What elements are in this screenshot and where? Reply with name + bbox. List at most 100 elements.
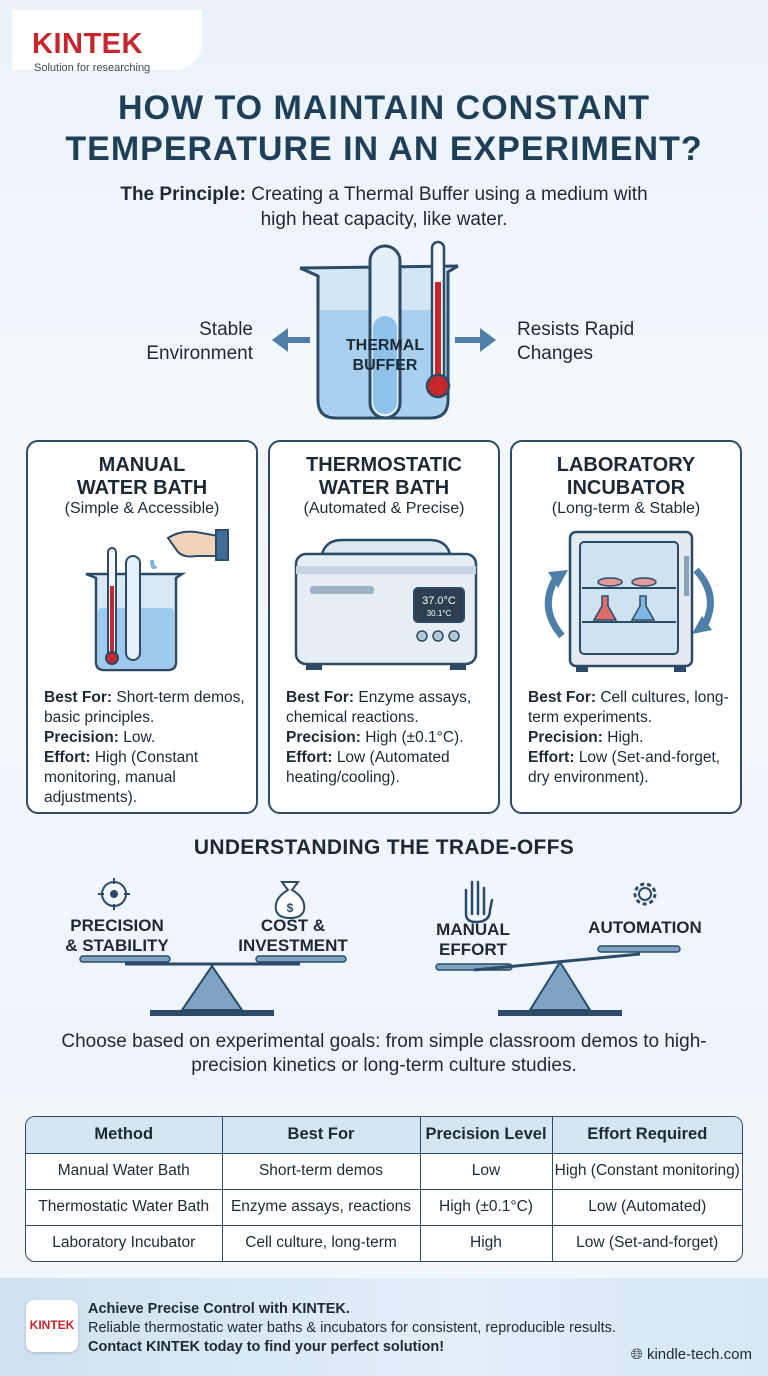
- table-row: Laboratory Incubator Cell culture, long-…: [26, 1225, 742, 1261]
- effort-value: Low (Set-and-forget, dry environment).: [528, 749, 721, 786]
- card-title: LABORATORY INCUBATOR: [556, 454, 696, 499]
- website-url: kindle-tech.com: [646, 1346, 752, 1363]
- card-subtitle: (Simple & Accessible): [64, 500, 220, 517]
- tradeoffs-summary: Choose based on experimental goals: from…: [61, 1031, 707, 1076]
- effort-label: Effort:: [286, 749, 333, 766]
- effort-label: Effort:: [528, 749, 575, 766]
- effort-value: Low (Automated heating/cooling).: [286, 749, 450, 786]
- title-line-1: HOW TO MAINTAIN CONSTANT: [117, 89, 651, 127]
- table-cell: Short-term demos: [222, 1153, 421, 1190]
- arrow-right-icon: [455, 328, 496, 352]
- card-title: MANUAL WATER BATH: [76, 454, 208, 499]
- footer-call-to-action[interactable]: Contact KINTEK today to find your perfec…: [88, 1339, 445, 1355]
- website-link[interactable]: 🌐︎ kindle-tech.com: [631, 1346, 752, 1363]
- table-row: Thermostatic Water Bath Enzyme assays, r…: [26, 1189, 742, 1226]
- best-for-label: Best For:: [528, 689, 597, 706]
- effort-label: Effort:: [44, 749, 91, 766]
- hand-raised-icon: [464, 880, 494, 924]
- best-for-value: Short-term demos, basic principles.: [44, 689, 245, 726]
- footer-headline: Achieve Precise Control with KINTEK.: [88, 1301, 350, 1317]
- incubator-cabinet-icon: [568, 530, 694, 672]
- arrow-left-icon: [272, 328, 310, 352]
- table-header-row: Method Best For Precision Level Effort R…: [26, 1117, 742, 1154]
- table-cell: Low: [420, 1153, 553, 1190]
- stable-environment-label: Stable Environment: [146, 319, 253, 364]
- table-cell: Low (Set-and-forget): [576, 1234, 719, 1252]
- manual-effort-label: MANUAL EFFORT: [436, 920, 510, 959]
- card-title: THERMOSTATIC WATER BATH: [306, 454, 462, 499]
- column-header: Precision Level: [420, 1117, 553, 1154]
- best-for-label: Best For:: [44, 689, 113, 706]
- thermometer-icon: [105, 547, 119, 665]
- display-main-reading: 37.0°C: [422, 595, 456, 607]
- automation-label: AUTOMATION: [588, 918, 702, 937]
- principle-text: Creating a Thermal Buffer using a medium…: [251, 184, 648, 230]
- precision-label: Precision:: [44, 729, 119, 746]
- precision-stability-label: PRECISION & STABILITY: [65, 916, 169, 955]
- table-cell: High (±0.1°C): [420, 1189, 553, 1226]
- tradeoff-scales-illustration: $: [79, 878, 681, 1016]
- card-subtitle: (Long-term & Stable): [551, 500, 701, 517]
- cycle-arrow-left-icon: [544, 570, 568, 639]
- card-laboratory-incubator: LABORATORY INCUBATOR (Long-term & Stable…: [510, 440, 742, 814]
- table-cell: Laboratory Incubator: [26, 1225, 223, 1261]
- column-header: Effort Required: [552, 1117, 742, 1154]
- brand-logo[interactable]: KINTEK Solution for researching: [12, 10, 202, 74]
- best-for-value: Enzyme assays, chemical reactions.: [286, 689, 472, 726]
- card-details: Best For: Cell cultures, long-term exper…: [528, 688, 740, 788]
- resists-changes-label: Resists Rapid Changes: [517, 319, 635, 364]
- principle-label: The Principle:: [120, 184, 246, 205]
- card-details: Best For: Enzyme assays, chemical reacti…: [286, 688, 498, 788]
- thermometer-icon: [425, 240, 451, 399]
- thermostatic-bath-illustration: 37.0°C 30.1°C: [294, 538, 478, 670]
- card-manual-water-bath: MANUAL WATER BATH (Simple & Accessible) …: [26, 440, 258, 814]
- column-header: Method: [26, 1117, 223, 1154]
- tradeoffs-heading: UNDERSTANDING THE TRADE-OFFS: [193, 836, 575, 859]
- table-cell: Enzyme assays, reactions: [222, 1189, 421, 1226]
- target-icon: [98, 878, 130, 910]
- comparison-table: Method Best For Precision Level Effort R…: [25, 1116, 743, 1262]
- cost-investment-label: COST & INVESTMENT: [238, 916, 348, 955]
- gear-icon: [633, 882, 657, 906]
- table-cell: Cell culture, long-term: [222, 1225, 421, 1261]
- svg-text:$: $: [287, 901, 294, 915]
- effort-value: High (Constant monitoring, manual adjust…: [44, 749, 199, 806]
- table-cell: High (Constant monitoring): [552, 1153, 742, 1190]
- incubator-illustration: [544, 530, 714, 672]
- table-cell: High: [420, 1225, 553, 1261]
- thermal-buffer-illustration: [272, 240, 496, 420]
- page-title: HOW TO MAINTAIN CONSTANT TEMPERATURE IN …: [0, 88, 768, 170]
- display-sub-reading: 30.1°C: [427, 609, 452, 618]
- best-for-value: Cell cultures, long-term experiments.: [528, 689, 729, 726]
- footer-description: Reliable thermostatic water baths & incu…: [88, 1320, 616, 1336]
- card-thermostatic-water-bath: THERMOSTATIC WATER BATH (Automated & Pre…: [268, 440, 500, 814]
- precision-value: High (±0.1°C).: [365, 729, 464, 746]
- hand-icon: [150, 529, 229, 570]
- scale-balanced-icon: [79, 955, 347, 1016]
- column-header: Best For: [222, 1117, 421, 1154]
- scale-tilted-icon: [435, 945, 681, 1016]
- footer-banner: KINTEK Achieve Precise Control with KINT…: [0, 1278, 768, 1376]
- table-row: Manual Water Bath Short-term demos Low H…: [26, 1153, 742, 1190]
- card-subtitle: (Automated & Precise): [303, 500, 465, 517]
- table-cell: Thermostatic Water Bath: [26, 1189, 223, 1226]
- footer-text: Achieve Precise Control with KINTEK. Rel…: [88, 1300, 688, 1357]
- table-cell: Low (Automated): [552, 1189, 742, 1226]
- precision-label: Precision:: [528, 729, 603, 746]
- precision-label: Precision:: [286, 729, 361, 746]
- test-tube-icon: [368, 244, 402, 420]
- title-line-2: TEMPERATURE IN AN EXPERIMENT?: [65, 130, 703, 168]
- thermal-buffer-label: THERMAL BUFFER: [345, 337, 425, 374]
- precision-value: High.: [607, 729, 644, 746]
- best-for-label: Best For:: [286, 689, 355, 706]
- precision-value: Low.: [123, 729, 156, 746]
- globe-icon: 🌐︎: [630, 1346, 643, 1363]
- water-bath-machine-icon: [294, 538, 478, 670]
- cycle-arrow-right-icon: [692, 567, 714, 634]
- footer-logo[interactable]: KINTEK: [26, 1300, 78, 1352]
- logo-wordmark: KINTEK: [32, 28, 143, 60]
- footer-logo-wordmark: KINTEK: [29, 1318, 75, 1332]
- principle-statement: The Principle: Creating a Thermal Buffer…: [120, 182, 648, 232]
- table-cell: Manual Water Bath: [26, 1153, 223, 1190]
- logo-tagline: Solution for researching: [34, 62, 151, 74]
